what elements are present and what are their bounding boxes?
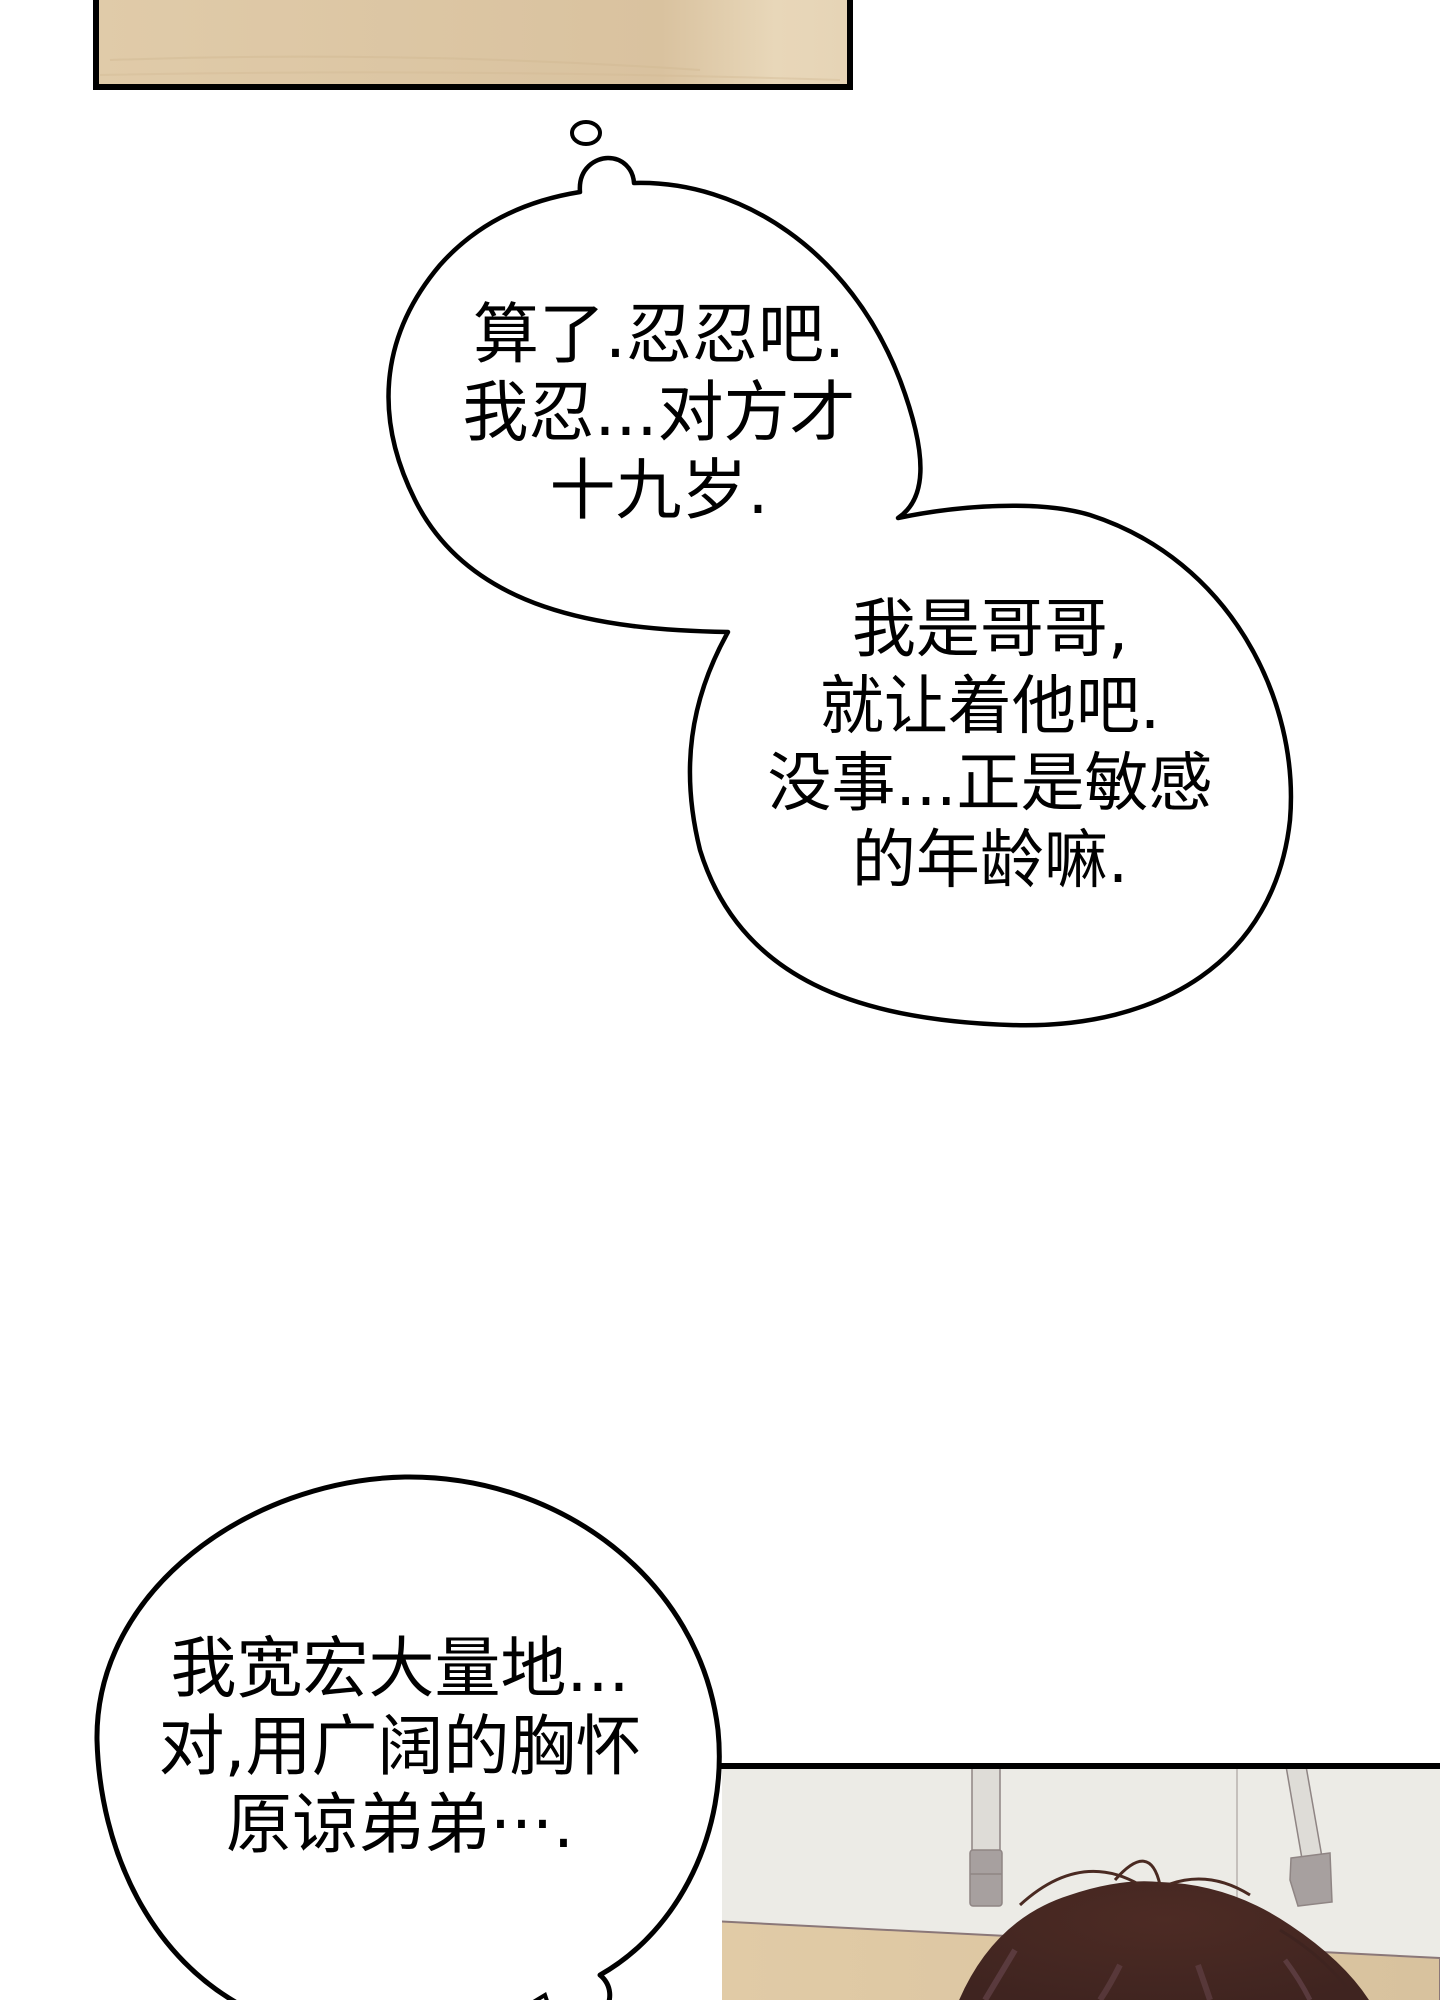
thought-bubble-group bbox=[386, 120, 1294, 1028]
bottom-panel bbox=[722, 1766, 1440, 2000]
thought-dot bbox=[570, 120, 602, 146]
speech-bubble-3-group bbox=[94, 1474, 722, 2000]
bubble-line: 没事...正是敏感 bbox=[767, 747, 1213, 821]
chair-leg-left bbox=[969, 1766, 1003, 1907]
speech-bubble-3-outline bbox=[94, 1474, 722, 2000]
thought-bubble-1-text: 算了.忍忍吧. 我忍...对方才 十九岁. bbox=[389, 296, 929, 530]
bubble-line: 就让着他吧. bbox=[819, 670, 1161, 744]
bubble-line: 我宽宏大量地... bbox=[170, 1630, 630, 1707]
bubble-line: 十九岁. bbox=[549, 452, 769, 529]
thought-bubble-2-text: 我是哥哥, 就让着他吧. 没事...正是敏感 的年龄嘛. bbox=[690, 592, 1290, 900]
top-panel bbox=[93, 0, 853, 90]
bubble-line: 的年龄嘛. bbox=[851, 824, 1129, 898]
bubble-line: 对,用广阔的胸怀 bbox=[158, 1708, 642, 1785]
bubble-line: 我是哥哥, bbox=[851, 593, 1129, 667]
bubble-line: 原谅弟弟···. bbox=[226, 1786, 574, 1863]
speech-tail-hint bbox=[532, 1992, 549, 2000]
bubble-line: 我忍...对方才 bbox=[462, 374, 856, 451]
thought-bubble-1-outline bbox=[386, 155, 1294, 1028]
bubble-line: 算了.忍忍吧. bbox=[473, 296, 845, 373]
speech-bubble-3-text: 我宽宏大量地... 对,用广阔的胸怀 原谅弟弟···. bbox=[100, 1630, 700, 1864]
hair-head bbox=[959, 1859, 1369, 2000]
chair-leg-right bbox=[1285, 1766, 1333, 1907]
